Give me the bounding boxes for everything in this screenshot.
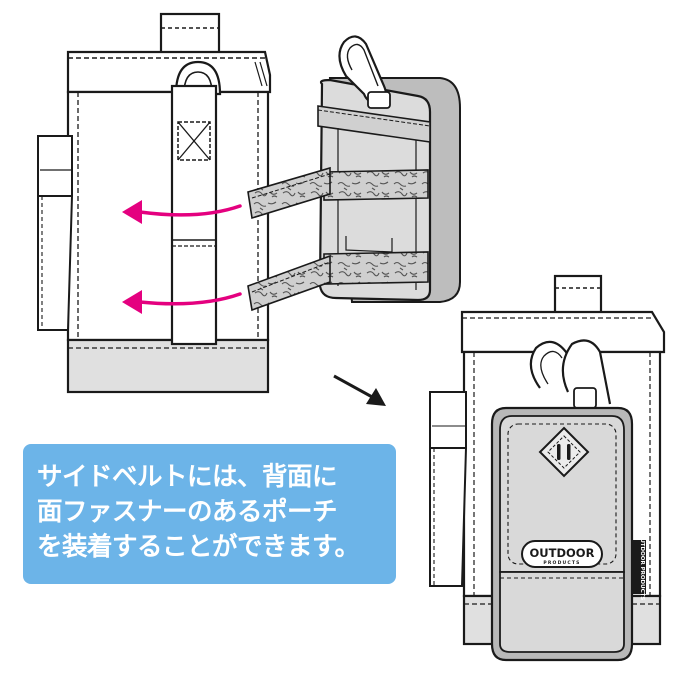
side-pocket — [37, 195, 74, 331]
logo-sub-text: PRODUCTS — [543, 560, 580, 566]
velcro-strap — [247, 166, 331, 220]
lash-tab — [538, 426, 590, 478]
caption-box: サイドベルトには、背面に 面ファスナーのあるポーチ を装着することができます。 — [23, 444, 396, 584]
bag-base — [66, 338, 270, 394]
arrow-left-icon — [122, 200, 242, 224]
pouch-back-view — [317, 35, 461, 303]
arrow-left-icon — [122, 290, 242, 314]
bag-with-pouch-view: OUTDOOR PRODUCTS OUTDOOR PRODUCTS — [429, 274, 666, 662]
outdoor-products-logo: OUTDOOR PRODUCTS — [521, 540, 603, 568]
top-handle — [553, 274, 603, 318]
side-pocket — [429, 447, 468, 587]
brand-tag — [632, 540, 646, 594]
caption-line-3: を装着することができます。 — [37, 532, 360, 562]
bag-back-view — [37, 12, 272, 394]
logo-brand-text: OUTDOOR — [530, 546, 595, 560]
caption-line-1: サイドベルトには、背面に — [37, 462, 338, 492]
caption-line-2: 面ファスナーのあるポーチ — [37, 497, 338, 527]
velcro-strap — [247, 254, 331, 312]
bag-lid — [460, 310, 666, 354]
arrow-down-right-icon — [333, 374, 386, 406]
brand-tag-text: OUTDOOR PRODUCTS — [639, 534, 645, 601]
